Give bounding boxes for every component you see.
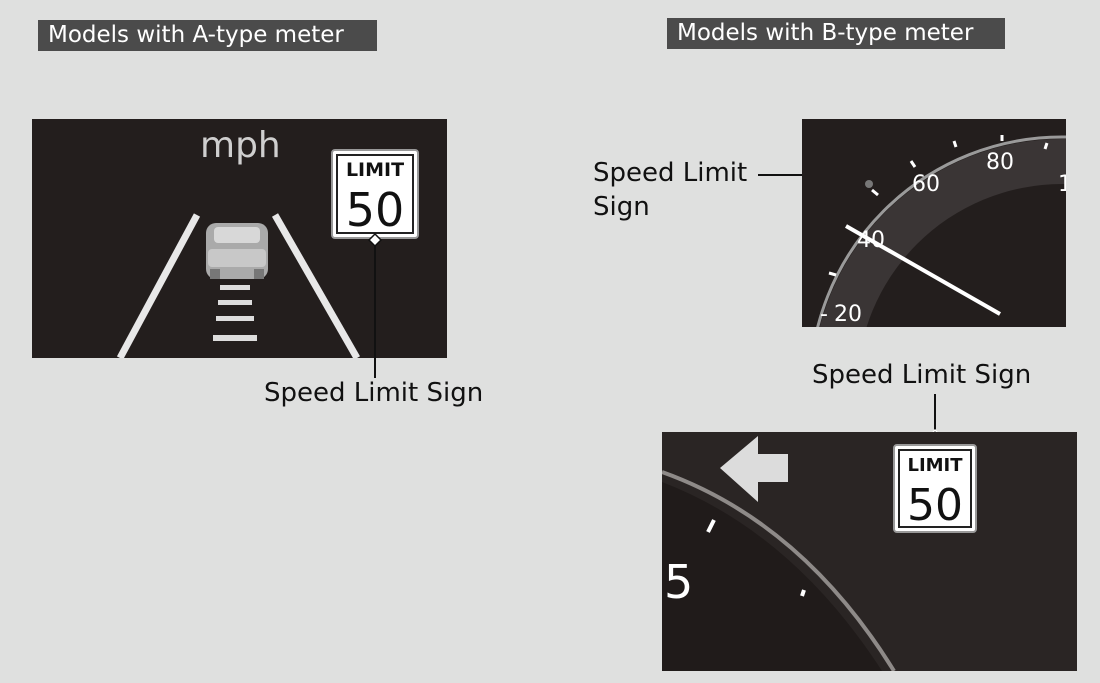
svg-text:1: 1: [1058, 172, 1066, 197]
unit-label: mph: [200, 125, 281, 166]
b-type-meter-display: 5 LIMIT 50: [662, 432, 1077, 671]
header-a-type-meter: Models with A-type meter: [38, 20, 377, 51]
svg-text:50: 50: [346, 183, 405, 237]
svg-text:LIMIT: LIMIT: [907, 455, 963, 476]
speed-limit-sign: LIMIT 50: [893, 444, 977, 533]
speed-limit-callout-line2: Sign: [593, 192, 650, 222]
svg-text:20: 20: [834, 302, 862, 327]
svg-text:60: 60: [912, 172, 940, 197]
svg-text:50: 50: [907, 480, 963, 531]
speed-limit-sign-callout-b: Speed Limit Sign: [812, 360, 1032, 390]
speedometer-needle: [845, 224, 1001, 316]
speed-limit-sign: LIMIT 50: [331, 149, 419, 239]
car-icon: [206, 223, 268, 279]
speed-limit-marker: [865, 180, 873, 188]
b-type-speedometer: 20 - 40 60 80 1: [802, 119, 1066, 327]
lane-lines: [116, 213, 361, 358]
svg-text:LIMIT: LIMIT: [346, 159, 404, 181]
speed-limit-sign-callout-a: Speed Limit Sign: [264, 378, 484, 408]
left-arrow-icon: [720, 436, 788, 502]
partial-digit: 5: [664, 555, 693, 609]
speed-limit-callout-line1: Speed Limit: [593, 158, 748, 188]
a-type-meter-display: mph LIMIT 50: [32, 119, 447, 358]
header-b-type-meter: Models with B-type meter: [667, 18, 1005, 49]
svg-text:80: 80: [986, 150, 1014, 175]
svg-text:-: -: [820, 302, 828, 327]
